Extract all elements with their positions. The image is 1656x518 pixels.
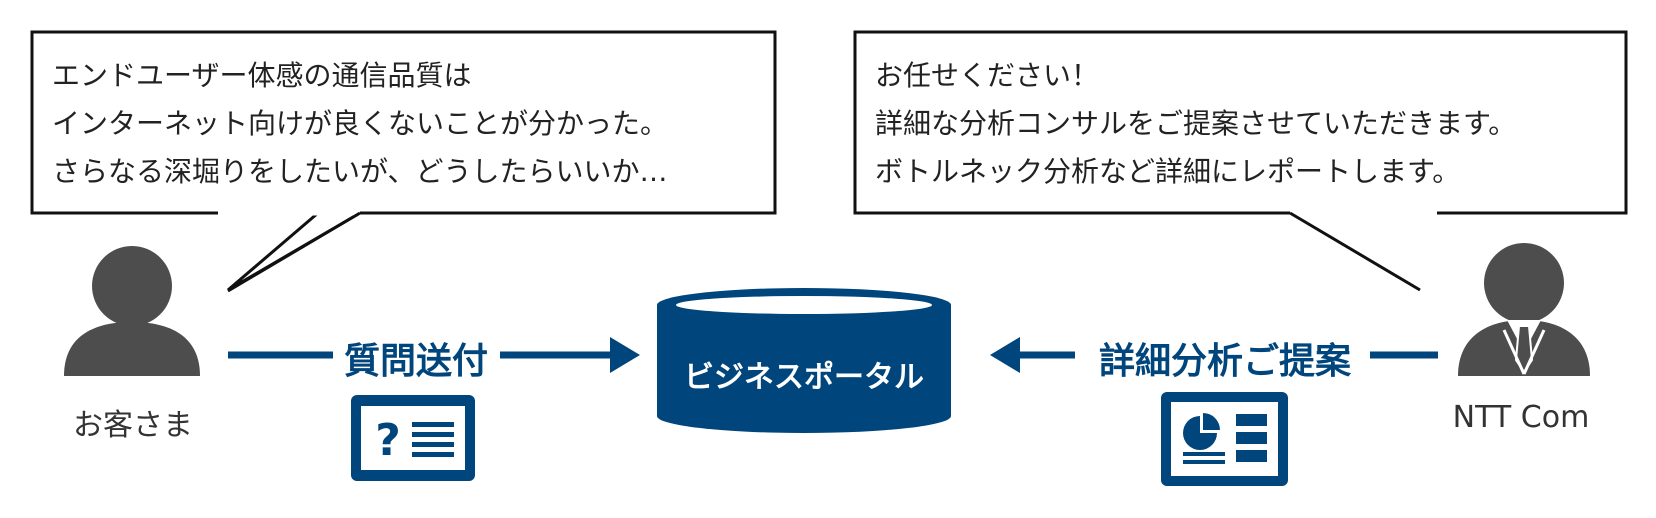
left-bubble-text: エンドユーザー体感の通信品質は インターネット向けが良くないことが分かった。 さ… [52,52,668,196]
customer-label: お客さま [73,408,193,443]
right-flow-arrow [990,337,1438,373]
left-speech-bubble [30,30,777,293]
provider-label: NTT Com [1452,400,1590,435]
right-bubble-line-3: ボトルネック分析など詳細にレポートします。 [875,155,1461,188]
person-icon [64,246,200,376]
right-bubble-line-2: 詳細な分析コンサルをご提案させていただきます。 [875,107,1517,140]
svg-text:?: ? [375,415,401,466]
portal-cylinder [657,288,951,433]
left-bubble-line-2: インターネット向けが良くないことが分かった。 [52,107,669,140]
businessman-icon [1458,243,1590,376]
question-form-icon: ? [351,395,475,481]
right-flow-label: 詳細分析ご提案 [1098,341,1351,382]
left-bubble-line-1: エンドユーザー体感の通信品質は [52,59,472,92]
portal-label: ビジネスポータル [684,360,924,395]
report-icon [1161,392,1288,486]
left-flow-arrow [228,337,640,373]
left-flow-label: 質問送付 [343,341,488,382]
left-bubble-line-3: さらなる深堀りをしたいが、どうしたらいいか… [52,155,668,188]
right-bubble-line-1: お任せください！ [875,59,1100,92]
right-speech-bubble [853,30,1628,292]
right-bubble-text: お任せください！ 詳細な分析コンサルをご提案させていただきます。 ボトルネック分… [875,52,1516,196]
